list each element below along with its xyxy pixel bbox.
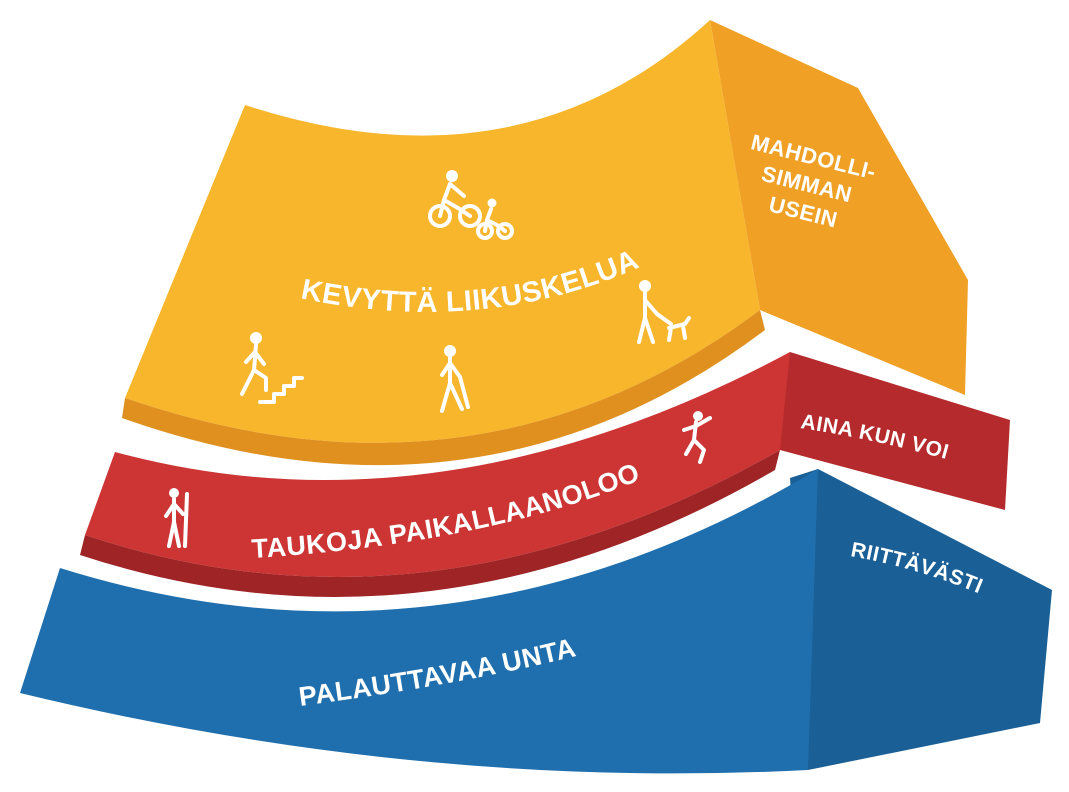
yellow-layer-side <box>710 20 968 395</box>
child-cyclist-icon <box>476 198 514 240</box>
stair-climber-icon <box>240 332 304 404</box>
yellow-layer-bottom <box>122 310 765 466</box>
standing-person-icon <box>164 488 189 548</box>
blue-layer-side <box>790 469 1052 770</box>
walker-icon <box>440 345 470 413</box>
red-layer-side <box>770 352 1010 510</box>
cyclist-icon <box>428 170 482 228</box>
red-layer-front <box>85 352 790 577</box>
jumping-person-icon <box>682 411 712 464</box>
layer-restorative-sleep: PALAUTTAVAA UNTA RIITTÄVÄSTI <box>20 469 1052 774</box>
yellow-layer-front <box>125 20 760 443</box>
layer-light-activity: KEVYTTÄ LIIKUSKELUA MAHDOLLI- SIMMAN USE… <box>122 20 968 466</box>
blue-layer-front <box>20 469 818 774</box>
red-layer-bottom <box>80 450 780 597</box>
dog-walker-icon <box>637 280 691 344</box>
